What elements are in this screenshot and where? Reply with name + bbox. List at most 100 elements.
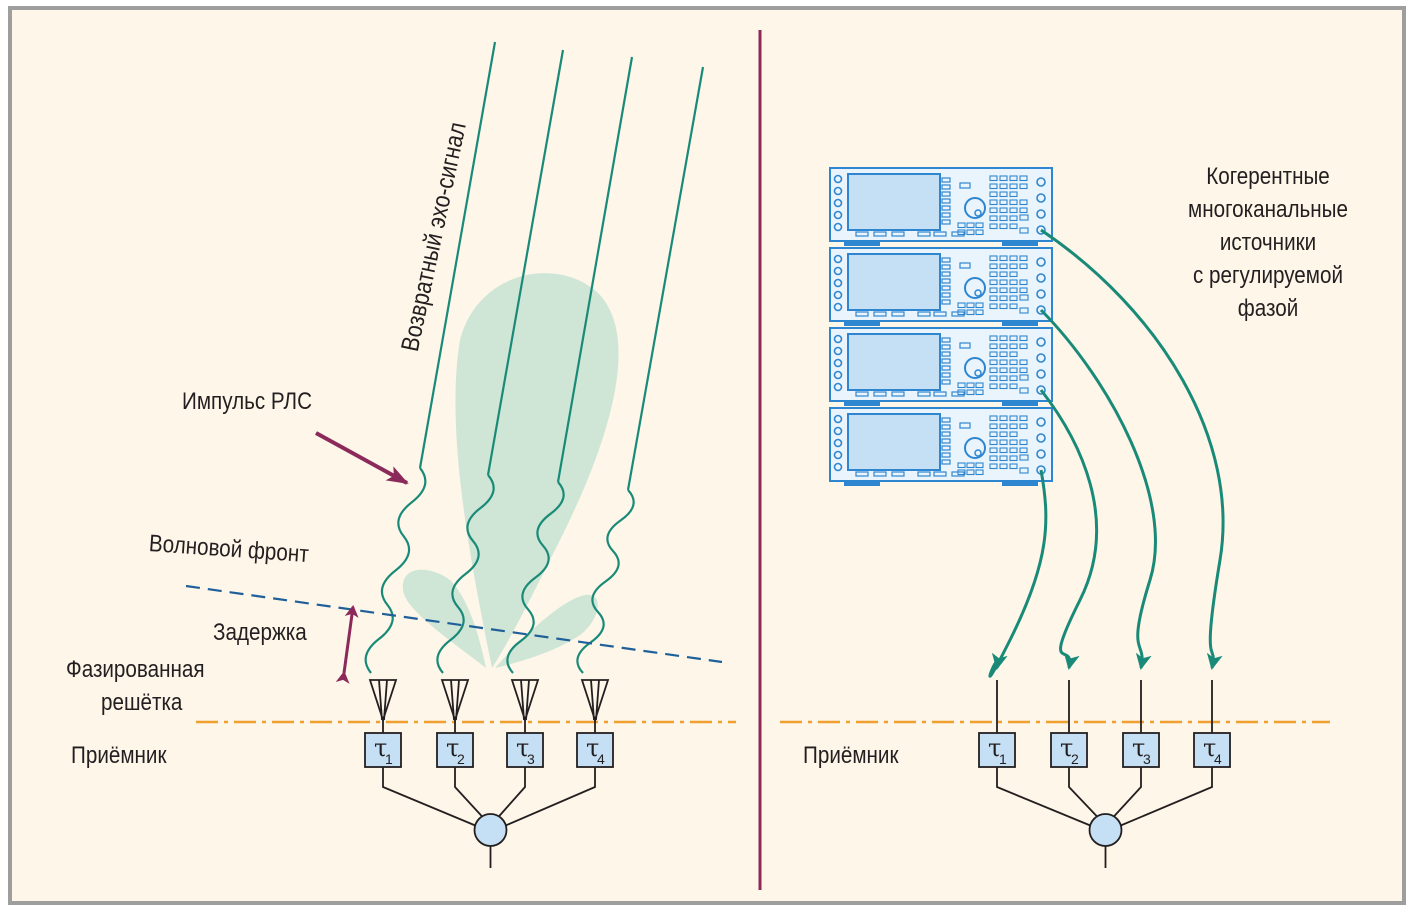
keypad-key — [1009, 271, 1018, 278]
softkey — [941, 344, 951, 350]
delay-index: 3 — [1143, 751, 1151, 767]
bottom-key — [933, 231, 947, 237]
softkey — [941, 424, 951, 430]
delay-index: 2 — [457, 751, 465, 767]
keypad-key — [999, 343, 1008, 350]
delay-index: 4 — [597, 751, 605, 767]
keypad-key — [1019, 423, 1028, 430]
keypad-key — [957, 462, 966, 469]
keypad-key — [966, 382, 975, 389]
keypad-key — [1009, 223, 1018, 230]
keypad-key — [957, 222, 966, 229]
key — [959, 182, 971, 189]
rotary-knob-icon — [964, 197, 986, 219]
keypad-key — [989, 215, 998, 222]
keypad-key — [975, 229, 984, 236]
signal-generator-unit — [829, 247, 1053, 326]
bottom-key — [855, 471, 869, 477]
bottom-key — [873, 391, 887, 397]
key — [1019, 227, 1029, 234]
keypad-key — [989, 207, 998, 214]
keypad-key — [999, 359, 1008, 366]
keypad-key — [1019, 279, 1028, 286]
antenna-icon — [440, 679, 470, 723]
delay-index: 1 — [385, 751, 393, 767]
keypad-key — [989, 359, 998, 366]
antenna-icon — [580, 679, 610, 723]
bottom-key — [873, 471, 887, 477]
connector-icon — [833, 414, 843, 424]
keypad-key — [989, 287, 998, 294]
keypad-key — [1009, 287, 1018, 294]
keypad-key — [966, 302, 975, 309]
softkey — [941, 278, 951, 284]
keypad-key — [999, 423, 1008, 430]
keypad-key — [1009, 199, 1018, 206]
keypad-key — [975, 222, 984, 229]
keypad-key — [999, 415, 1008, 422]
keypad-key — [989, 183, 998, 190]
keypad-key — [999, 215, 1008, 222]
summing-node-icon — [1088, 813, 1123, 847]
keypad-key — [975, 309, 984, 316]
keypad-key — [999, 383, 1008, 390]
softkey — [941, 271, 951, 277]
softkey — [941, 431, 951, 437]
keypad-key — [957, 302, 966, 309]
delay-index: 4 — [1214, 751, 1222, 767]
keypad-key — [989, 375, 998, 382]
keypad-key — [989, 423, 998, 430]
key — [959, 342, 971, 349]
instrument-foot — [844, 321, 880, 326]
receiver-label-left: Приёмник — [71, 742, 167, 769]
antenna-icon — [368, 679, 398, 723]
antenna-icon-rib — [520, 679, 525, 721]
keypad-key — [1009, 439, 1018, 446]
cable-4 — [988, 469, 1048, 678]
key — [1019, 454, 1029, 461]
knob-dot — [974, 209, 982, 217]
summing-branch — [1068, 767, 1100, 819]
summing-branch — [1119, 767, 1213, 827]
wavefront-line — [185, 584, 723, 664]
keypad-key — [1009, 263, 1018, 270]
echo-signals — [364, 41, 705, 674]
keypad-key — [1009, 295, 1018, 302]
output-connector-icon — [1036, 417, 1046, 427]
softkey — [941, 459, 951, 465]
knob-dot — [974, 449, 982, 457]
connector-icon — [833, 198, 843, 208]
keypad-key — [999, 191, 1008, 198]
connector-icon — [833, 186, 843, 196]
keypad-key — [1019, 183, 1028, 190]
summing-branch — [382, 767, 477, 827]
delay-box-1 — [978, 732, 1016, 768]
key — [959, 422, 971, 429]
keypad-key — [999, 279, 1008, 286]
keypad-key — [1009, 463, 1018, 470]
antenna-icon-rib — [378, 679, 383, 721]
coherent-cables — [988, 228, 1225, 678]
echo-ray — [486, 49, 565, 476]
connector-icon — [833, 334, 843, 344]
softkey — [941, 438, 951, 444]
output-connector-icon — [1036, 337, 1046, 347]
keypad-key — [999, 199, 1008, 206]
bottom-key — [917, 391, 931, 397]
delay-symbol: τ — [374, 734, 387, 762]
delay-symbol: τ — [586, 734, 599, 762]
keypad-key — [1019, 439, 1028, 446]
delay-symbol: τ — [1203, 734, 1216, 762]
summing-branch — [1111, 767, 1142, 819]
keypad-key — [1019, 447, 1028, 454]
keypad-key — [989, 335, 998, 342]
keypad-key — [966, 222, 975, 229]
antenna-icon — [510, 679, 540, 723]
keypad-key — [966, 462, 975, 469]
keypad-key — [999, 463, 1008, 470]
bottom-key — [933, 311, 947, 317]
connector-icon — [833, 278, 843, 288]
delay-index: 3 — [527, 751, 535, 767]
side-lobe-left — [402, 569, 486, 668]
connector-icon — [833, 438, 843, 448]
